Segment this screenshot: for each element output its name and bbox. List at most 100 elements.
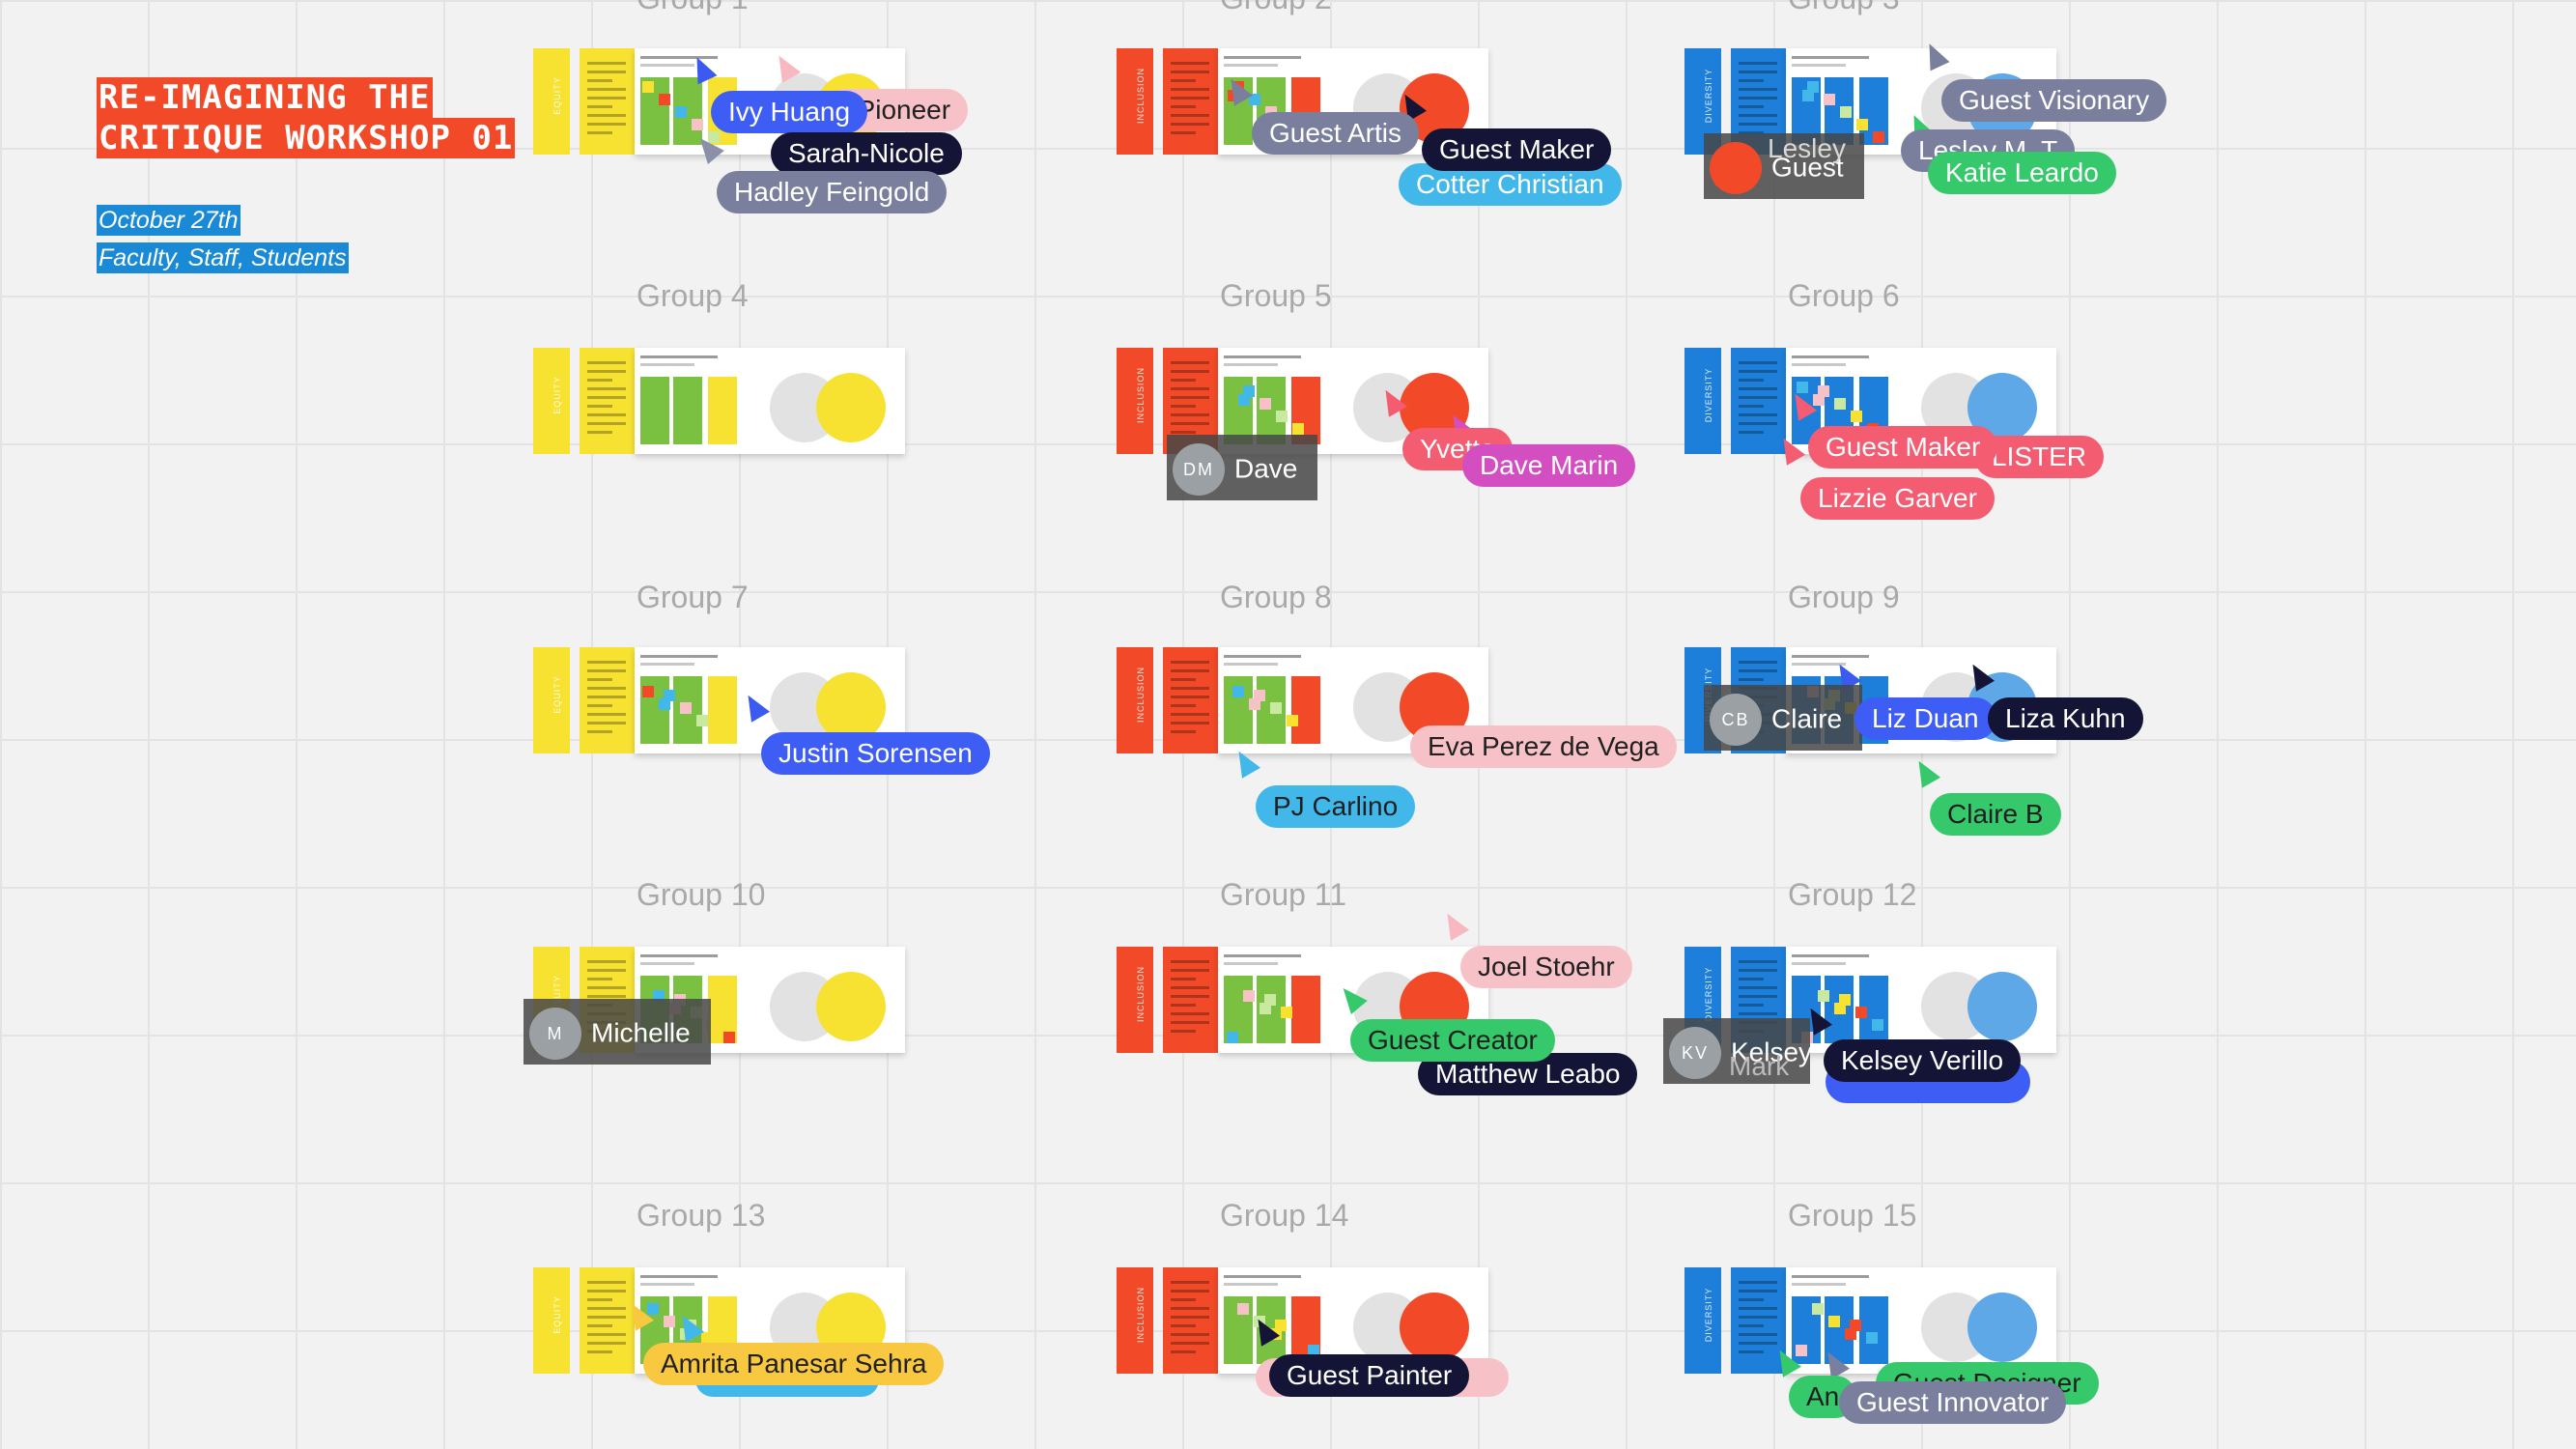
collaborator-tag[interactable]: Ivy Huang (711, 91, 868, 133)
thumb-sticky-note (1249, 94, 1260, 105)
collaborator-tag[interactable]: LISTER (1974, 436, 2105, 478)
thumb-text-line (1171, 387, 1209, 390)
collaborator-tag[interactable]: Joel Stoehr (1460, 946, 1632, 988)
thumb-text-line (1739, 1307, 1777, 1310)
thumb-text-line (587, 387, 626, 390)
group-board-thumbnail[interactable]: EQUITY (533, 348, 905, 454)
thumb-text-line (1171, 379, 1196, 382)
thumb-sticky-note (1834, 1003, 1846, 1014)
collaborator-tag[interactable]: Katie Leardo (1928, 152, 2116, 194)
thumb-sticky-note (1243, 990, 1255, 1002)
thumb-sticky-note (1856, 119, 1868, 130)
thumb-text-line (1739, 123, 1777, 126)
group-label-11: Group 11 (1220, 877, 1347, 912)
collaborator-tag[interactable]: PJ Carlino (1256, 785, 1416, 828)
thumb-title-line (1224, 64, 1278, 67)
thumb-text-line (1739, 1350, 1764, 1353)
thumb-sticky-note (1260, 398, 1271, 410)
thumb-text-line (1171, 123, 1209, 126)
collaborator-tag[interactable]: Dave Marin (1462, 444, 1636, 487)
collaborator-tag[interactable]: Mark (1729, 1051, 1790, 1081)
collaborator-tag[interactable]: Justin Sorensen (761, 732, 990, 775)
thumb-text-line (1171, 422, 1209, 425)
thumb-sticky-note (1254, 1316, 1265, 1327)
thumb-text-line (1739, 105, 1764, 108)
thumb-sticky-note (1281, 1007, 1292, 1018)
collaborator-name: Michelle (591, 1017, 691, 1048)
thumb-theme-strip: EQUITY (533, 647, 570, 753)
thumb-title-line (640, 363, 694, 366)
thumb-text-line (1739, 114, 1777, 117)
thumb-text-line (1739, 361, 1777, 364)
thumb-sticky-note (1291, 1332, 1303, 1344)
thumb-text-line (1739, 1324, 1764, 1327)
group-board-thumbnail[interactable]: EQUITY (533, 647, 905, 753)
thumb-text-line (587, 413, 626, 416)
thumb-text-line (1739, 678, 1764, 681)
thumb-title-line (640, 64, 694, 67)
group-board-thumbnail[interactable]: DIVERSITY (1684, 1267, 2056, 1374)
collaborator-tag[interactable]: Lesley (1768, 133, 1846, 163)
collaborator-tag[interactable]: Eva Perez de Vega (1410, 725, 1677, 768)
collaborator-tag[interactable]: Amrita Panesar Sehra (643, 1343, 945, 1385)
thumb-text-line (1739, 379, 1764, 382)
thumb-text-line (587, 1333, 626, 1336)
thumb-venn-circle (816, 672, 886, 742)
group-board-thumbnail[interactable]: DIVERSITY (1684, 947, 2056, 1053)
thumb-document (580, 647, 636, 753)
thumb-text-line (587, 678, 612, 681)
thumb-text-line (1171, 969, 1209, 972)
collaborator-tag[interactable]: Liz Duan (1854, 697, 1996, 740)
thumb-sticky-note (1797, 382, 1808, 393)
thumb-text-line (1739, 1004, 1764, 1007)
group-label-4: Group 4 (637, 278, 749, 313)
collaborator-tag[interactable]: Hadley Feingold (717, 171, 948, 213)
collaborator-tag[interactable]: Sarah-Nicole (771, 132, 962, 175)
thumb-text-line (1739, 396, 1777, 399)
board-date: October 27th (97, 205, 241, 236)
collaborator-tag[interactable]: Guest Painter (1269, 1354, 1470, 1397)
collaborator-tag[interactable]: Guest Innovator (1839, 1381, 2067, 1424)
thumb-text-line (1171, 1350, 1196, 1353)
thumb-text-line (1739, 62, 1777, 65)
thumb-venn-circle (1967, 972, 2037, 1041)
collaborator-tag[interactable]: Kelsey Verillo (1824, 1039, 2022, 1082)
group-label-10: Group 10 (637, 877, 766, 912)
thumb-text-line (587, 79, 612, 82)
collaborator-tag[interactable]: Guest Creator (1350, 1019, 1555, 1062)
thumb-text-line (1739, 387, 1777, 390)
thumb-theme-label: DIVERSITY (1704, 1287, 1713, 1343)
group-label-12: Group 12 (1788, 877, 1917, 912)
thumb-text-line (587, 1350, 612, 1353)
collaborator-tag[interactable]: Lizzie Garver (1800, 477, 1995, 520)
thumb-text-line (587, 396, 626, 399)
thumb-sticky-note (1227, 1032, 1238, 1043)
thumb-sticky-note (1840, 106, 1852, 118)
thumb-text-line (1171, 1021, 1209, 1024)
thumb-venn-circle (1967, 1293, 2037, 1362)
collaborator-tag[interactable]: Guest Maker (1422, 128, 1612, 171)
thumb-sticky-note (1260, 1003, 1271, 1014)
thumb-title-line (1792, 1283, 1846, 1286)
collaborator-tag[interactable]: Guest Maker (1808, 426, 1998, 469)
collaborator-tag[interactable]: Liza Kuhn (1988, 697, 2143, 740)
thumb-text-line (1739, 995, 1777, 998)
thumb-text-line (1171, 1333, 1209, 1336)
collaborator-avatar-box[interactable]: Guest (1704, 133, 1864, 199)
collaborator-tag[interactable]: Claire B (1930, 793, 2061, 836)
thumb-theme-strip: DIVERSITY (1684, 348, 1721, 454)
collaborator-tag[interactable]: Guest Visionary (1941, 79, 2167, 122)
thumb-text-line (587, 969, 626, 972)
collaborator-tag[interactable]: Guest Artis (1252, 112, 1419, 155)
group-board-thumbnail[interactable]: INCLUSION (1117, 647, 1488, 753)
thumb-text-line (1171, 396, 1209, 399)
thumb-title-line (1224, 355, 1301, 358)
thumb-text-line (1739, 1281, 1777, 1284)
thumb-title-line (640, 962, 694, 965)
thumb-title-line (1792, 363, 1846, 366)
